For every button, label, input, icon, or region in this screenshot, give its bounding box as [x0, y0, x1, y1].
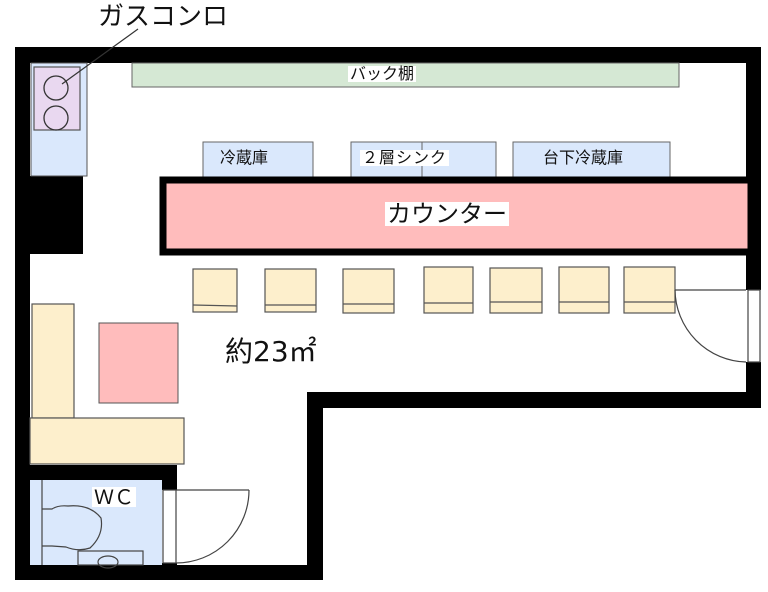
gas-stove — [30, 28, 139, 177]
seat — [342, 268, 395, 314]
wc-label: ＷＣ — [92, 485, 136, 509]
sink-label: ２層シンク — [360, 148, 450, 167]
leader-line — [61, 28, 139, 85]
toilet-icon — [42, 505, 103, 551]
refrigerator — [202, 141, 314, 179]
under-counter-fridge-label: 台下冷蔵庫 — [543, 148, 624, 167]
burner-icon — [43, 105, 69, 131]
burner-icon — [43, 75, 69, 101]
sofa — [29, 303, 185, 465]
seat — [264, 268, 317, 313]
back-shelf-label: バック棚 — [348, 64, 417, 83]
seat — [489, 267, 543, 314]
seat — [558, 266, 610, 314]
seat — [192, 268, 238, 313]
gas-stove-label: ガスコンロ — [98, 2, 229, 32]
counter-label: カウンター — [385, 200, 509, 228]
counter-seats — [192, 266, 676, 314]
area-label: 約23㎡ — [225, 335, 317, 368]
entrance-door[interactable] — [674, 289, 761, 363]
seat — [423, 266, 474, 314]
table — [98, 322, 179, 404]
under-counter-fridge — [512, 141, 671, 179]
wc-door[interactable] — [162, 489, 250, 564]
refrigerator-label: 冷蔵庫 — [220, 148, 269, 167]
seat — [623, 266, 676, 314]
